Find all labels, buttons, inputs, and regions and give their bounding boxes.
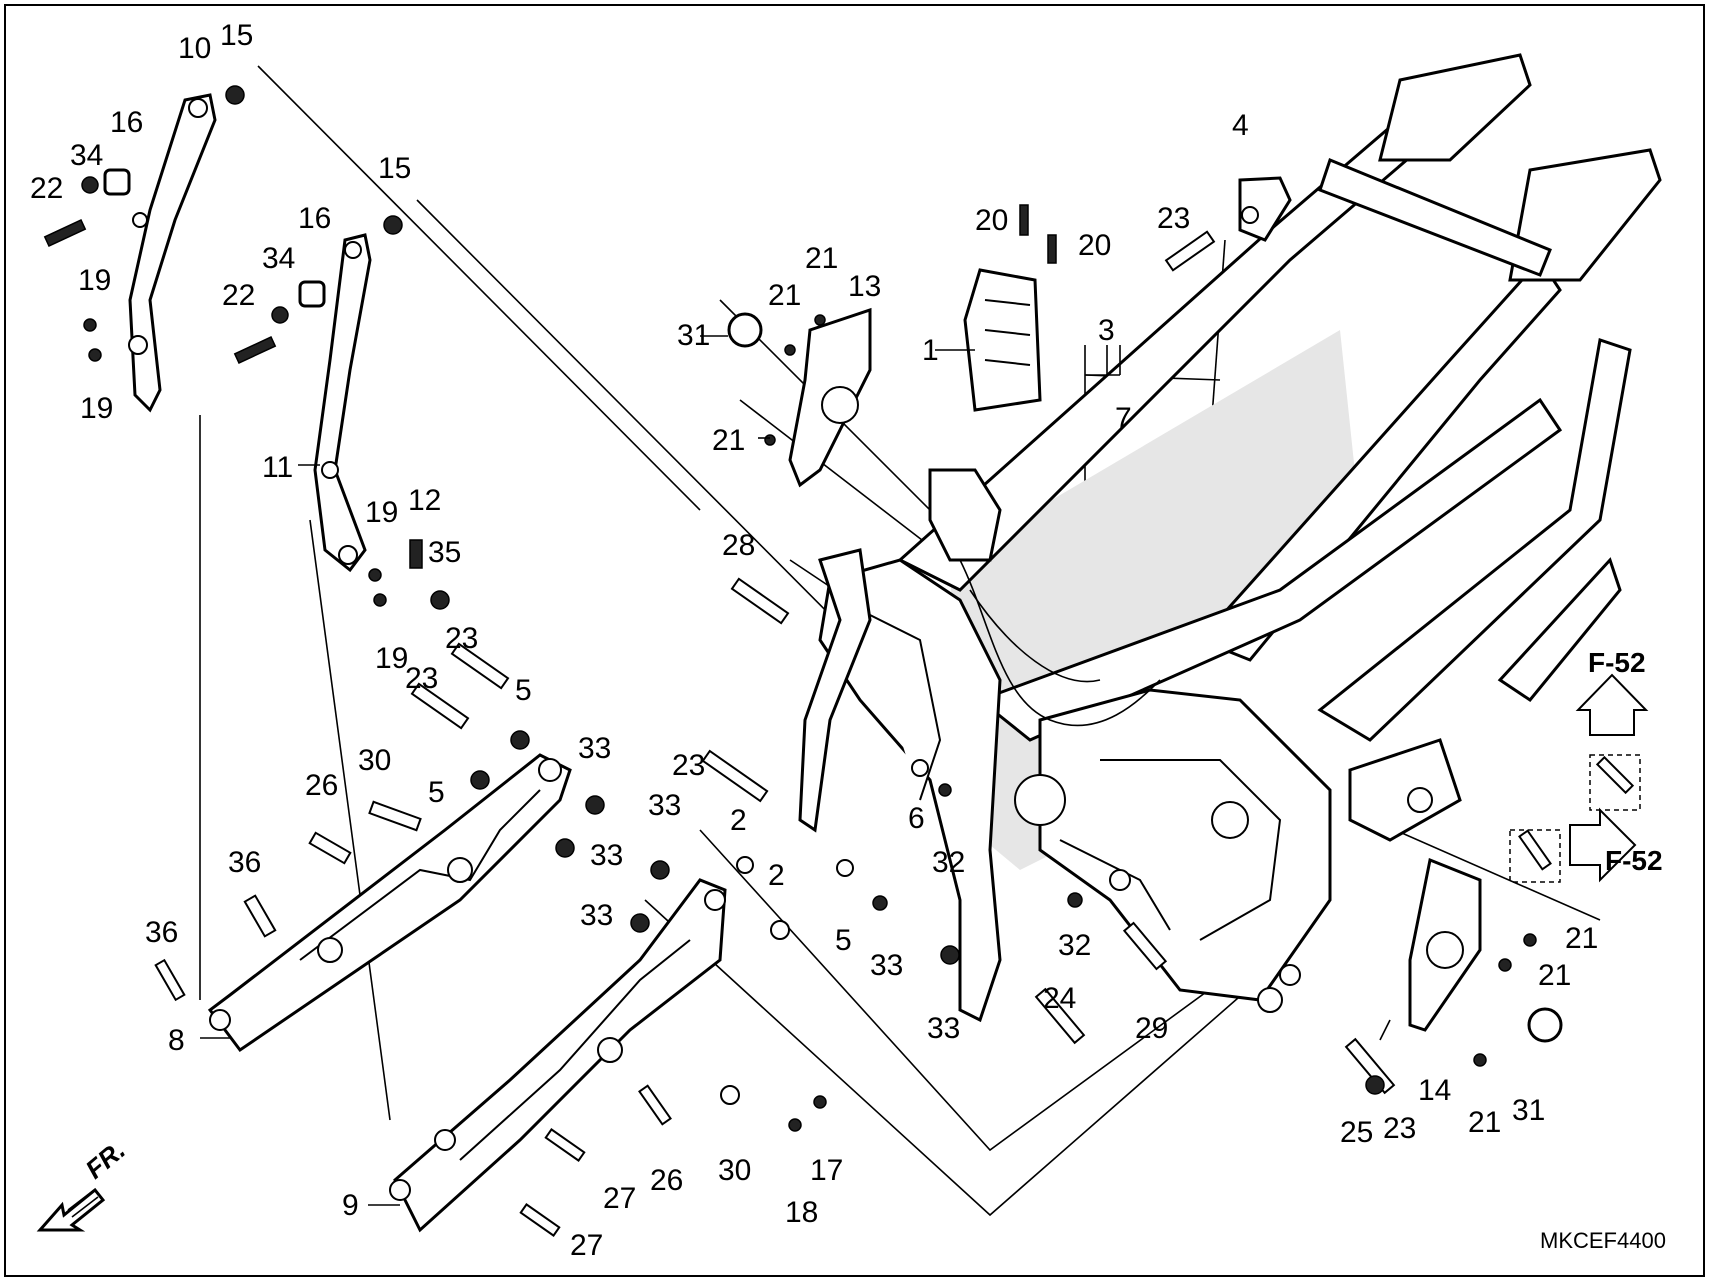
callout-34[interactable]: 34	[262, 242, 295, 275]
left-bracket-10	[128, 85, 245, 413]
callout-27[interactable]: 27	[603, 1182, 636, 1215]
callout-16[interactable]: 16	[298, 202, 331, 235]
callout-12[interactable]: 12	[408, 484, 441, 517]
callout-28[interactable]: 28	[722, 529, 755, 562]
callout-36[interactable]: 36	[228, 846, 261, 879]
callout-21[interactable]: 21	[1468, 1106, 1501, 1139]
callout-34[interactable]: 34	[70, 139, 103, 172]
callout-9[interactable]: 9	[342, 1189, 359, 1222]
grommet-31-left	[727, 312, 763, 348]
callout-21[interactable]: 21	[1565, 922, 1598, 955]
callout-7[interactable]: 7	[1115, 402, 1132, 435]
callout-5[interactable]: 5	[428, 776, 445, 809]
callout-21[interactable]: 21	[805, 242, 838, 275]
callout-15[interactable]: 15	[220, 19, 253, 52]
left-bracket-11	[313, 215, 403, 573]
callout-16[interactable]: 16	[110, 106, 143, 139]
callout-30[interactable]: 30	[718, 1154, 751, 1187]
diagram-code: MKCEF4400	[1540, 1228, 1666, 1253]
bracket-4	[1238, 176, 1292, 242]
callout-23[interactable]: 23	[1157, 202, 1190, 235]
callout-15[interactable]: 15	[378, 152, 411, 185]
callout-24[interactable]: 24	[1043, 982, 1076, 1015]
callout-18[interactable]: 18	[785, 1196, 818, 1229]
callout-1[interactable]: 1	[922, 334, 939, 367]
callout-33[interactable]: 33	[870, 949, 903, 982]
callout-5[interactable]: 5	[835, 924, 852, 957]
callout-20[interactable]: 20	[975, 204, 1008, 237]
reference-label-right[interactable]: F-52	[1605, 845, 1663, 876]
callout-33[interactable]: 33	[580, 899, 613, 932]
reference-label-top[interactable]: F-52	[1588, 647, 1646, 678]
callout-20[interactable]: 20	[1078, 229, 1111, 262]
right-fasteners	[836, 754, 1641, 1095]
callout-32[interactable]: 32	[932, 846, 965, 879]
callout-25[interactable]: 25	[1340, 1116, 1373, 1149]
callout-33[interactable]: 33	[590, 839, 623, 872]
callout-22[interactable]: 22	[30, 172, 63, 205]
callout-6[interactable]: 6	[908, 802, 925, 835]
callout-26[interactable]: 26	[305, 769, 338, 802]
callout-36[interactable]: 36	[145, 916, 178, 949]
callout-numbers: 10 15 16 34 22 19 19 15 16 34 22 11 19 1…	[30, 19, 1598, 1262]
front-marker: FR.	[80, 1135, 131, 1185]
callout-13[interactable]: 13	[848, 270, 881, 303]
reference-up-arrow	[1575, 673, 1649, 736]
cross-member-8	[207, 753, 572, 1053]
callout-14[interactable]: 14	[1418, 1074, 1451, 1107]
callout-26[interactable]: 26	[650, 1164, 683, 1197]
callout-11[interactable]: 11	[262, 451, 293, 484]
cross-member-fasteners	[154, 577, 827, 1237]
callout-leaders	[200, 335, 1391, 1206]
callout-2[interactable]: 2	[730, 804, 747, 837]
reference-right-arrow	[1569, 807, 1637, 883]
callout-21[interactable]: 21	[1538, 959, 1571, 992]
callout-8[interactable]: 8	[168, 1024, 185, 1057]
callout-21[interactable]: 21	[768, 279, 801, 312]
callout-19[interactable]: 19	[78, 264, 111, 297]
gusset-plate-14	[1408, 857, 1482, 1032]
grommet-31-right	[1527, 1007, 1563, 1043]
callout-10[interactable]: 10	[178, 32, 211, 65]
callout-5[interactable]: 5	[515, 674, 532, 707]
callout-23[interactable]: 23	[1383, 1112, 1416, 1145]
callout-22[interactable]: 22	[222, 279, 255, 312]
callout-29[interactable]: 29	[1135, 1012, 1168, 1045]
callout-32[interactable]: 32	[1058, 929, 1091, 962]
main-frame	[798, 53, 1662, 1023]
gusset-plate-13	[764, 307, 872, 488]
callout-23[interactable]: 23	[445, 622, 478, 655]
callout-4[interactable]: 4	[1232, 109, 1249, 142]
left-fasteners	[43, 168, 450, 610]
callout-30[interactable]: 30	[358, 744, 391, 777]
callout-27[interactable]: 27	[570, 1229, 603, 1262]
callout-19[interactable]: 19	[375, 642, 408, 675]
callout-17[interactable]: 17	[810, 1154, 843, 1187]
front-direction-arrow	[36, 1187, 106, 1232]
cross-member-9	[389, 878, 727, 1233]
callout-31[interactable]: 31	[677, 319, 710, 352]
callout-19[interactable]: 19	[80, 392, 113, 425]
callout-2[interactable]: 2	[768, 859, 785, 892]
callout-19[interactable]: 19	[365, 496, 398, 529]
callout-33[interactable]: 33	[578, 732, 611, 765]
callout-31[interactable]: 31	[1512, 1094, 1545, 1127]
callout-23[interactable]: 23	[405, 662, 438, 695]
callout-33[interactable]: 33	[648, 789, 681, 822]
callout-33[interactable]: 33	[927, 1012, 960, 1045]
regulator-1	[963, 204, 1057, 412]
callout-23[interactable]: 23	[672, 749, 705, 782]
callout-3[interactable]: 3	[1098, 314, 1115, 347]
callout-21[interactable]: 21	[712, 424, 745, 457]
bolt-23-top	[1164, 230, 1216, 272]
callout-35[interactable]: 35	[428, 536, 461, 569]
